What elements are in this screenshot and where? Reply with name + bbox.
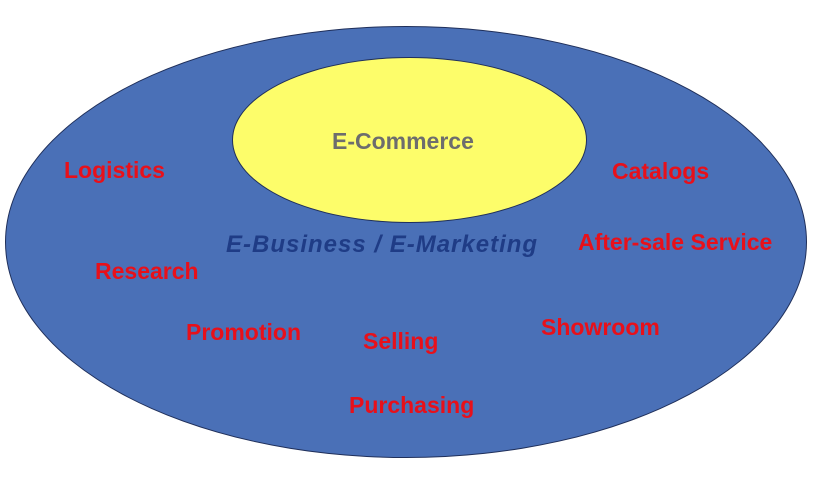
- item-research: Research: [95, 258, 199, 284]
- item-promotion: Promotion: [186, 319, 301, 345]
- e-commerce-label: E-Commerce: [332, 128, 474, 154]
- e-business-label: E-Business / E-Marketing: [226, 231, 539, 258]
- item-purchasing: Purchasing: [349, 392, 475, 418]
- item-after-sale-service: After-sale Service: [578, 229, 773, 255]
- item-selling: Selling: [363, 328, 439, 354]
- e-commerce-ellipse: [232, 57, 587, 223]
- item-logistics: Logistics: [64, 157, 165, 183]
- item-showroom: Showroom: [541, 314, 660, 340]
- item-catalogs: Catalogs: [612, 158, 710, 184]
